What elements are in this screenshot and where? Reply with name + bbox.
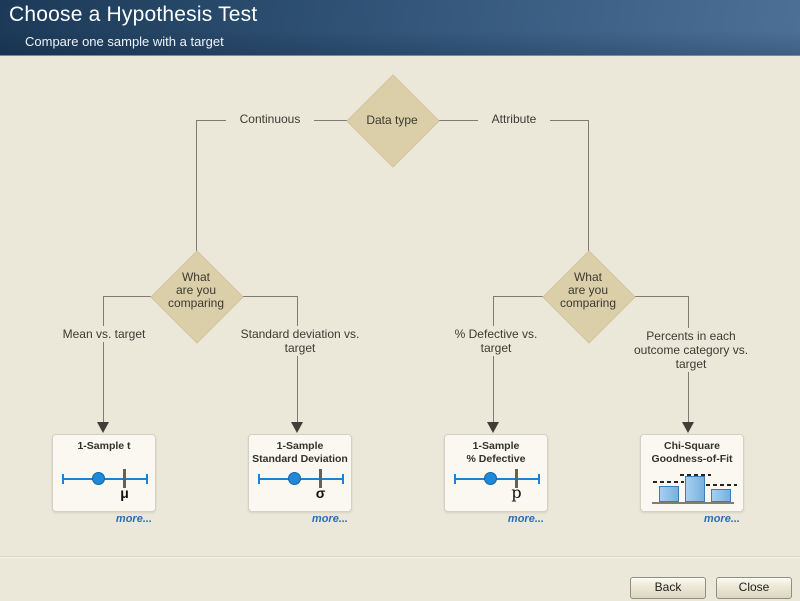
decision-label-data-type: Data type <box>347 112 437 128</box>
decision-text: comparing <box>559 296 617 310</box>
target-tick-icon <box>319 469 322 488</box>
branch-label-mean-vs-target: Mean vs. target <box>49 326 159 342</box>
card-title: 1-Sample t <box>53 435 155 453</box>
more-link-1-sample-percent-defective[interactable]: more... <box>507 513 544 525</box>
sigma-symbol: σ <box>315 485 326 501</box>
bar-icon <box>685 476 705 502</box>
sample-point-icon <box>484 472 497 485</box>
test-card-1-sample-stdev[interactable]: 1-Sample Standard Deviation σ <box>248 434 352 512</box>
decision-text: Data type <box>366 113 418 127</box>
expected-dash-icon <box>706 484 737 486</box>
connector-line <box>297 296 298 422</box>
dialog-header: Choose a Hypothesis Test Compare one sam… <box>0 0 800 56</box>
card-title-line: Chi-Square <box>663 440 720 452</box>
card-title-line: 1-Sample t <box>77 440 131 452</box>
connector-line <box>632 296 688 297</box>
decision-text: What <box>573 270 602 284</box>
sample-point-icon <box>92 472 105 485</box>
card-title-line: Standard Deviation <box>252 453 348 465</box>
footer-separator <box>0 556 800 558</box>
decision-label-comparing-right: What are you comparing <box>543 271 633 310</box>
more-link-1-sample-stdev[interactable]: more... <box>311 513 348 525</box>
card-title-line: Goodness-of-Fit <box>651 453 733 465</box>
connector-line <box>493 296 544 297</box>
card-title: 1-Sample Standard Deviation <box>249 435 351 466</box>
mu-symbol: μ <box>120 485 129 501</box>
connector-line <box>240 296 297 297</box>
sample-point-icon <box>288 472 301 485</box>
branch-label-percents-vs-target: Percents in each outcome category vs. ta… <box>631 328 751 372</box>
p-symbol: p <box>511 483 522 502</box>
decision-label-comparing-left: What are you comparing <box>151 271 241 310</box>
connector-line <box>196 120 197 253</box>
card-title-line: % Defective <box>466 453 526 465</box>
decision-text: comparing <box>167 296 225 310</box>
expected-dash-icon <box>680 474 711 476</box>
test-card-1-sample-t[interactable]: 1-Sample t μ <box>52 434 156 512</box>
branch-label-continuous: Continuous <box>226 111 314 127</box>
target-tick-icon <box>515 469 518 488</box>
card-title-line: 1-Sample <box>276 440 324 452</box>
arrow-down-icon <box>682 422 694 433</box>
page-subtitle: Compare one sample with a target <box>25 34 224 49</box>
branch-label-stdev-vs-target: Standard deviation vs. target <box>240 326 360 356</box>
more-link-chi-square[interactable]: more... <box>703 513 740 525</box>
connector-line <box>103 296 104 422</box>
arrow-down-icon <box>97 422 109 433</box>
back-button[interactable]: Back <box>630 577 706 599</box>
decision-text: What <box>181 270 210 284</box>
arrow-down-icon <box>487 422 499 433</box>
card-title-line: 1-Sample <box>472 440 520 452</box>
more-link-1-sample-t[interactable]: more... <box>115 513 152 525</box>
decision-text: are you <box>567 283 609 297</box>
bar-icon <box>711 489 731 502</box>
branch-label-defective-vs-target: % Defective vs. target <box>446 326 546 356</box>
card-title: 1-Sample % Defective <box>445 435 547 466</box>
expected-dash-icon <box>653 481 684 483</box>
branch-label-attribute: Attribute <box>478 111 550 127</box>
test-card-chi-square-goodness-of-fit[interactable]: Chi-Square Goodness-of-Fit <box>640 434 744 512</box>
test-card-1-sample-percent-defective[interactable]: 1-Sample % Defective p <box>444 434 548 512</box>
target-tick-icon <box>123 469 126 488</box>
arrow-down-icon <box>291 422 303 433</box>
baseline-icon <box>652 502 734 504</box>
connector-line <box>103 296 152 297</box>
close-button[interactable]: Close <box>716 577 792 599</box>
bar-icon <box>659 486 679 502</box>
page-title: Choose a Hypothesis Test <box>9 3 258 26</box>
connector-line <box>493 296 494 422</box>
decision-text: are you <box>175 283 217 297</box>
connector-line <box>588 120 589 253</box>
card-title: Chi-Square Goodness-of-Fit <box>641 435 743 466</box>
